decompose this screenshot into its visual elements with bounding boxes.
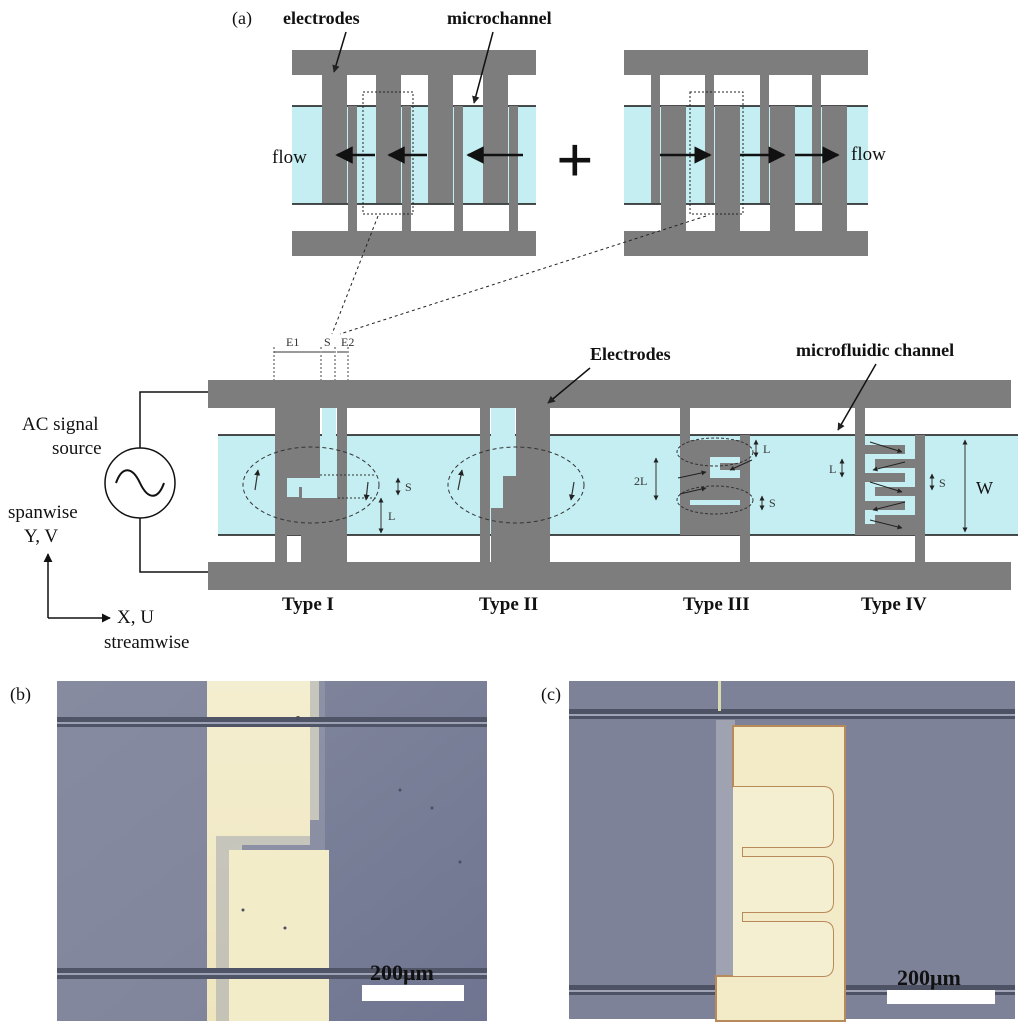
type-iv-s-label: S bbox=[939, 476, 946, 490]
type-iii-2l-label: 2L bbox=[634, 474, 647, 488]
streamwise-label-line2: streamwise bbox=[104, 632, 189, 653]
electrodes-label: electrodes bbox=[283, 8, 360, 28]
streamwise-label-line1: X, U bbox=[117, 607, 154, 628]
microfluidic-channel-pointer bbox=[837, 363, 877, 431]
type-iii-label: Type III bbox=[683, 594, 750, 615]
type-iv-l-label: L bbox=[829, 462, 836, 476]
spanwise-label-line2: Y, V bbox=[24, 526, 58, 547]
top-right-flow-label: flow bbox=[851, 144, 886, 165]
channel-width-label: W bbox=[976, 478, 993, 498]
panel-a-label: (a) bbox=[232, 8, 252, 29]
microfluidic-channel-label: microfluidic channel bbox=[796, 340, 954, 360]
micrograph-c bbox=[569, 681, 1015, 1022]
micrograph-b bbox=[57, 681, 487, 1021]
ac-source-label-line2: source bbox=[52, 438, 102, 459]
microchannel-pointer bbox=[472, 31, 494, 104]
ac-source-label-line1: AC signal bbox=[22, 414, 99, 435]
type-i-vortex bbox=[242, 446, 380, 524]
type-iv-electrode bbox=[855, 408, 925, 562]
scale-bar-c bbox=[887, 990, 995, 1004]
coordinate-axes bbox=[43, 553, 111, 623]
type-iii-l-label: L bbox=[763, 442, 770, 456]
scale-bar-b-label: 200μm bbox=[370, 960, 434, 985]
top-left-zoom-box bbox=[362, 91, 414, 215]
top-right-schematic bbox=[624, 50, 868, 256]
top-left-lower-bus bbox=[292, 231, 536, 256]
type-iii-s-label: S bbox=[769, 496, 776, 510]
type-ii-vortex bbox=[447, 446, 585, 524]
dim-s: S bbox=[324, 335, 331, 349]
type-ii-electrode bbox=[480, 408, 550, 562]
dim-e2: E2 bbox=[341, 335, 354, 349]
top-left-schematic bbox=[292, 50, 536, 256]
top-left-upper-bus bbox=[292, 50, 536, 75]
type-i-label: Type I bbox=[282, 594, 334, 615]
main-upper-bus bbox=[208, 380, 1011, 408]
type-i-electrode bbox=[275, 408, 376, 562]
spanwise-label-line1: spanwise bbox=[8, 502, 78, 523]
dim-e1: E1 bbox=[286, 335, 299, 349]
main-lower-bus bbox=[208, 562, 1011, 590]
top-right-upper-bus bbox=[624, 50, 868, 75]
scale-bar-c-label: 200μm bbox=[897, 965, 961, 990]
top-right-lower-bus bbox=[624, 231, 868, 256]
zoom-connector-right bbox=[339, 215, 707, 335]
panel-c-label: (c) bbox=[541, 684, 561, 705]
ac-signal-source bbox=[104, 391, 208, 573]
electrodes-pointer bbox=[332, 31, 347, 73]
type-ii-label: Type II bbox=[479, 594, 538, 615]
main-schematic bbox=[208, 380, 1018, 590]
top-right-zoom-box bbox=[689, 91, 744, 215]
top-left-flow-label: flow bbox=[272, 147, 307, 168]
type-i-s-label: S bbox=[405, 480, 412, 494]
panel-b-label: (b) bbox=[10, 684, 31, 705]
type-iii-electrode bbox=[680, 408, 750, 562]
scale-bar-b bbox=[362, 985, 464, 1001]
sine-wave-icon bbox=[115, 469, 165, 497]
microchannel-label: microchannel bbox=[447, 8, 552, 28]
plus-symbol: + bbox=[556, 124, 594, 197]
main-electrodes-pointer bbox=[547, 367, 591, 404]
type-i-l-label: L bbox=[388, 509, 395, 523]
type-iv-label: Type IV bbox=[861, 594, 927, 615]
main-electrodes-label: Electrodes bbox=[590, 344, 671, 364]
